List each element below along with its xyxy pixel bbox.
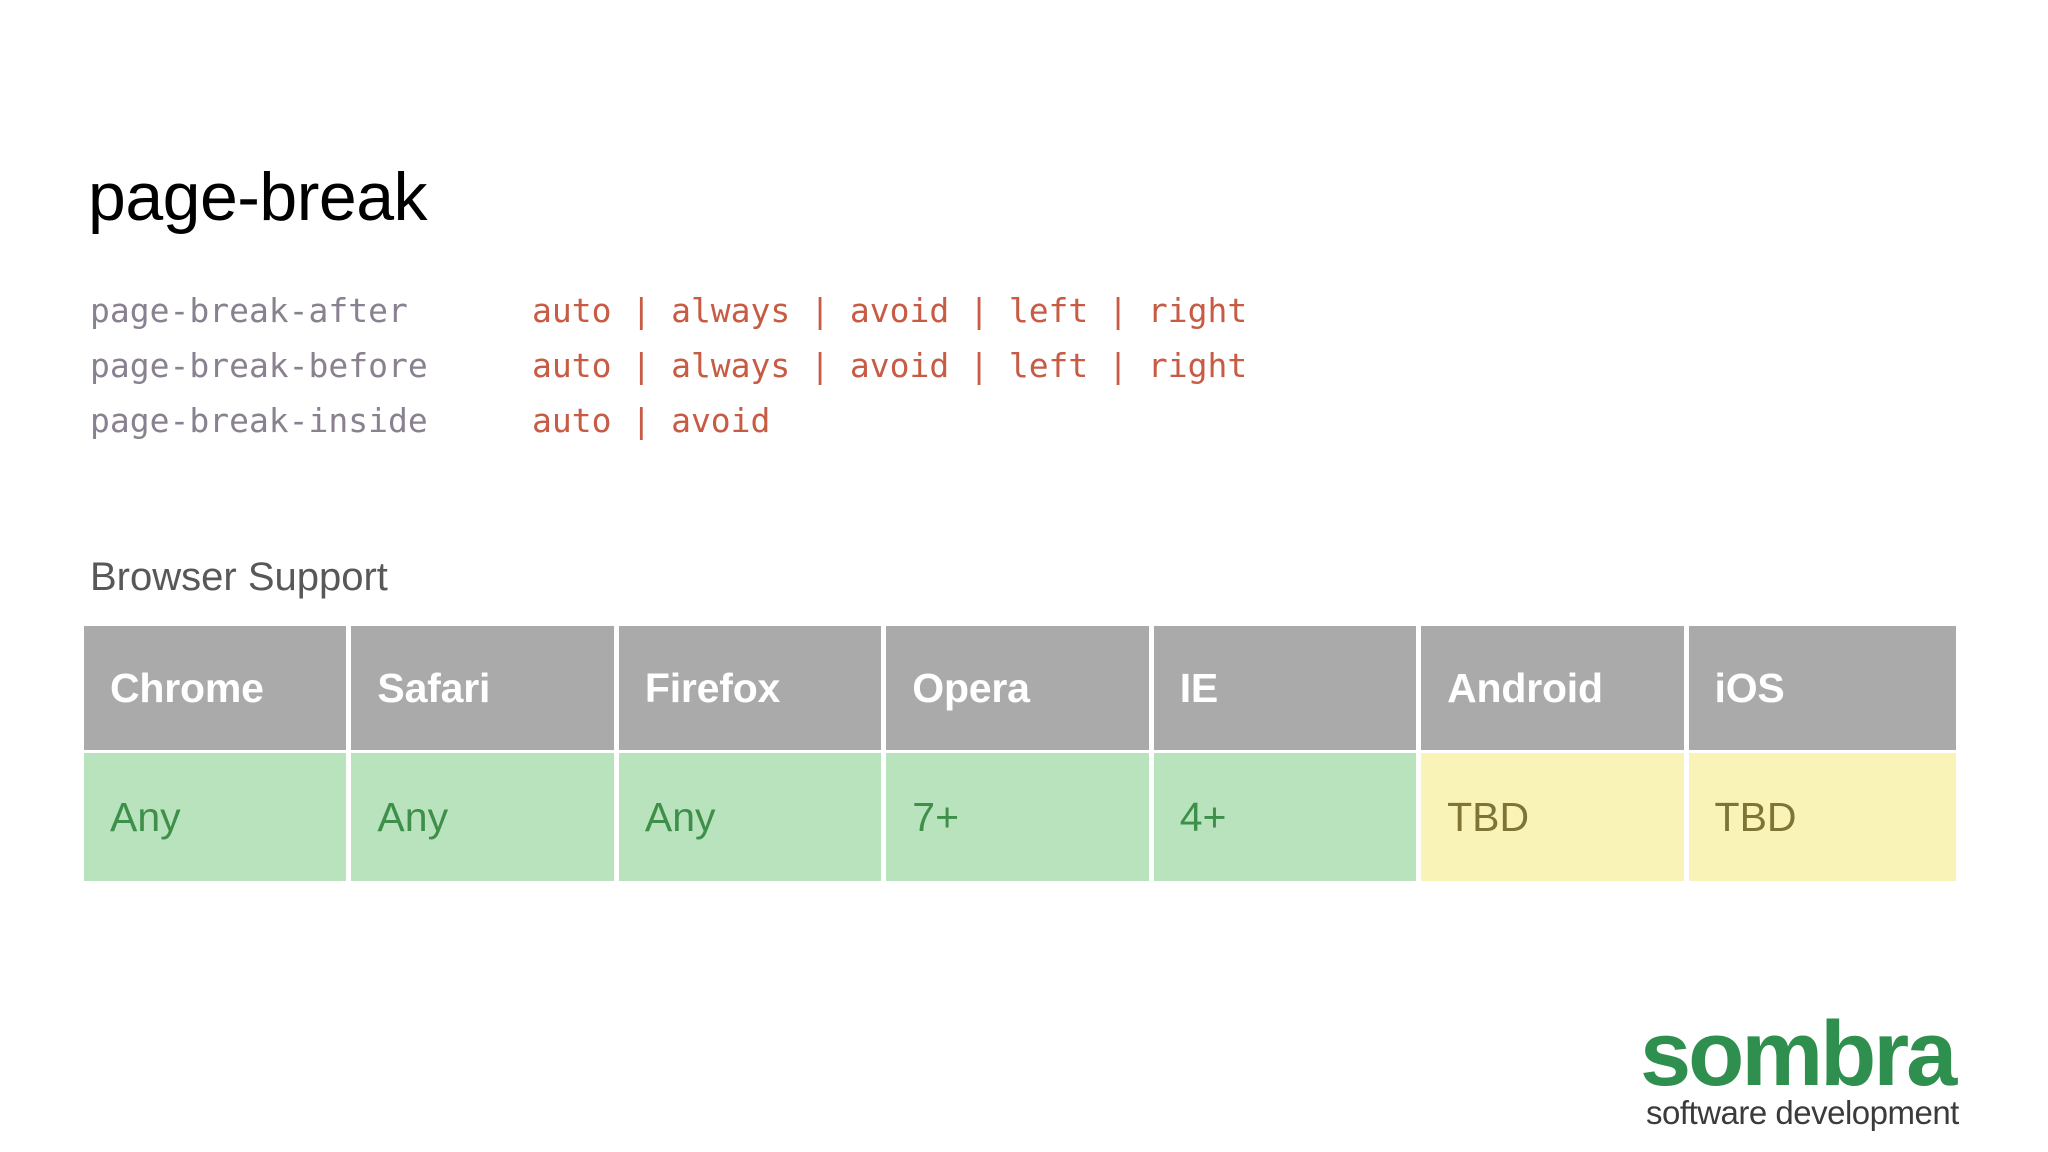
css-property-syntax-block: page-break-after auto | always | avoid |… xyxy=(90,283,1247,448)
code-line: page-break-before auto | always | avoid … xyxy=(90,338,1247,393)
column-header-firefox: Firefox xyxy=(618,626,887,750)
support-value-ie: 4+ xyxy=(1153,750,1422,881)
support-value-opera: 7+ xyxy=(886,750,1154,881)
css-property-values: auto | avoid xyxy=(532,401,771,440)
table-header: Chrome Safari Firefox Opera IE Android i… xyxy=(84,626,1956,750)
page-title: page-break xyxy=(88,158,428,235)
support-value-safari: Any xyxy=(351,750,619,881)
css-property-name: page-break-inside xyxy=(90,401,428,440)
column-header-opera: Opera xyxy=(886,626,1154,750)
css-property-name: page-break-before xyxy=(90,346,428,385)
css-property-name: page-break-after xyxy=(90,291,408,330)
table-header-row: Chrome Safari Firefox Opera IE Android i… xyxy=(84,626,1956,750)
browser-support-table: Chrome Safari Firefox Opera IE Android i… xyxy=(84,626,1956,881)
column-header-chrome: Chrome xyxy=(84,626,352,750)
logo-tagline: software development xyxy=(1646,1094,1959,1131)
table-row: Any Any Any 7+ 4+ TBD TBD xyxy=(84,750,1956,881)
browser-support-heading: Browser Support xyxy=(90,555,388,600)
column-header-android: Android xyxy=(1421,626,1689,750)
css-property-values: auto | always | avoid | left | right xyxy=(532,346,1248,385)
code-line: page-break-after auto | always | avoid |… xyxy=(90,283,1247,338)
table-body: Any Any Any 7+ 4+ TBD TBD xyxy=(84,750,1956,881)
support-value-ios: TBD xyxy=(1688,750,1956,881)
code-line: page-break-inside auto | avoid xyxy=(90,393,1247,448)
column-header-ie: IE xyxy=(1153,626,1422,750)
logo-wordmark: sombra xyxy=(1640,1003,1957,1105)
support-value-chrome: Any xyxy=(84,750,352,881)
css-property-values: auto | always | avoid | left | right xyxy=(532,291,1248,330)
support-value-android: TBD xyxy=(1421,750,1689,881)
column-header-ios: iOS xyxy=(1688,626,1956,750)
column-header-safari: Safari xyxy=(351,626,619,750)
support-value-firefox: Any xyxy=(618,750,887,881)
sombra-logo: sombra software development xyxy=(1640,1008,2032,1130)
